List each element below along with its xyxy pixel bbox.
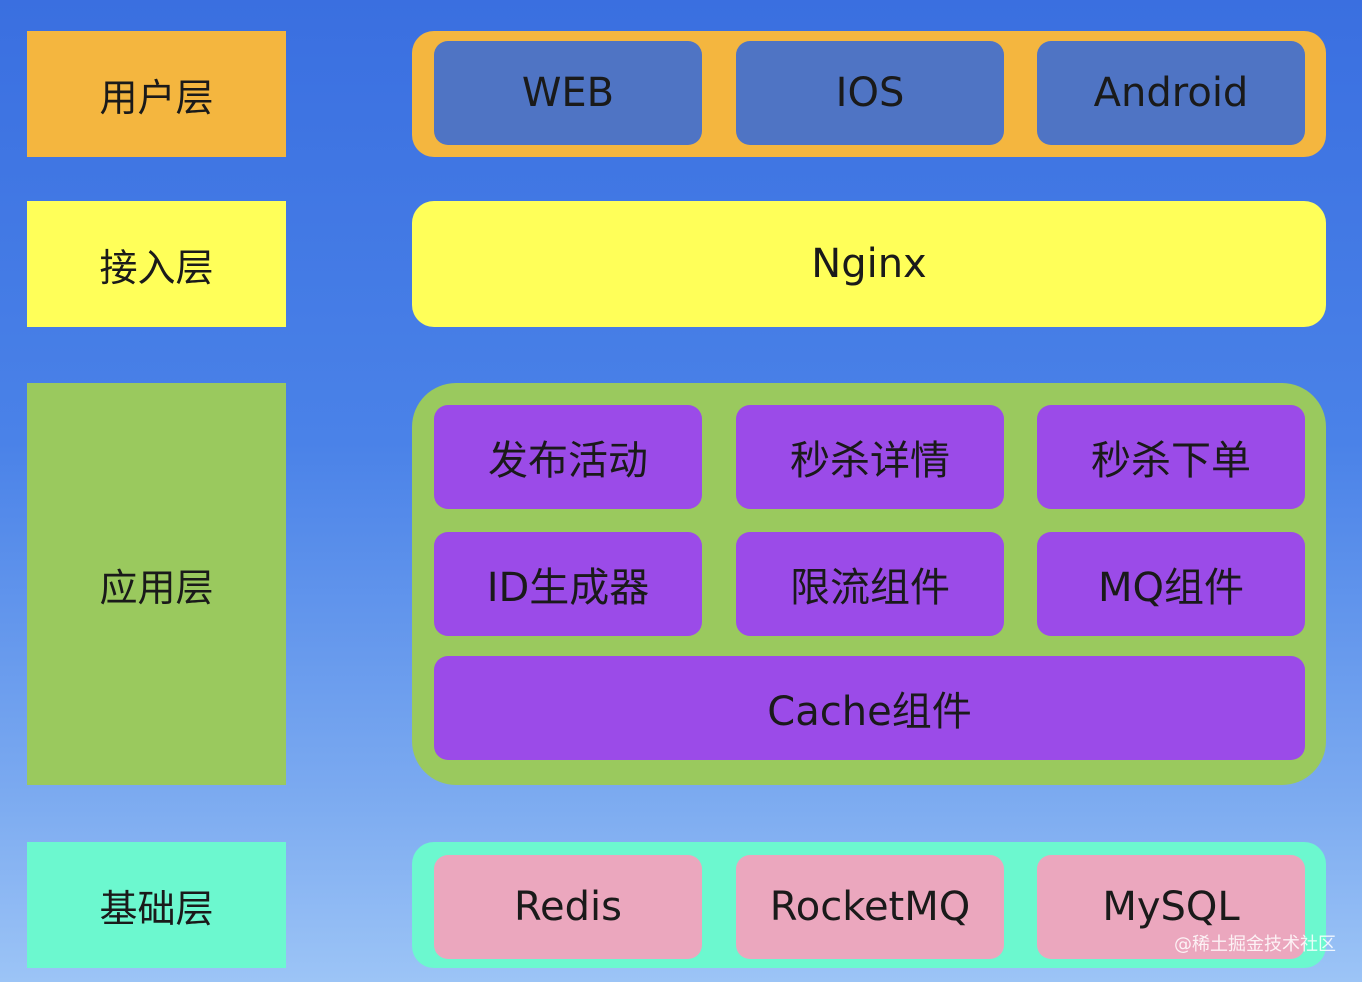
ios-box: IOS xyxy=(736,41,1004,145)
id-generator-box: ID生成器 xyxy=(434,532,702,636)
mq-component-box: MQ组件 xyxy=(1037,532,1305,636)
user-layer-panel: WEB IOS Android xyxy=(412,31,1326,157)
watermark: @稀土掘金技术社区 xyxy=(1174,934,1336,955)
app-layer-label: 应用层 xyxy=(27,383,286,785)
publish-activity-box: 发布活动 xyxy=(434,405,702,509)
app-layer-panel: 发布活动 秒杀详情 秒杀下单 ID生成器 限流组件 MQ组件 Cache组件 xyxy=(412,383,1326,785)
base-layer-label: 基础层 xyxy=(27,842,286,968)
base-layer-panel: Redis RocketMQ MySQL xyxy=(412,842,1326,968)
rate-limit-box: 限流组件 xyxy=(736,532,1004,636)
mysql-box: MySQL xyxy=(1037,855,1305,959)
rocketmq-box: RocketMQ xyxy=(736,855,1004,959)
seckill-detail-box: 秒杀详情 xyxy=(736,405,1004,509)
redis-box: Redis xyxy=(434,855,702,959)
cache-component-box: Cache组件 xyxy=(434,656,1305,760)
web-box: WEB xyxy=(434,41,702,145)
access-layer-label: 接入层 xyxy=(27,201,286,327)
user-layer-label: 用户层 xyxy=(27,31,286,157)
nginx-panel: Nginx xyxy=(412,201,1326,327)
android-box: Android xyxy=(1037,41,1305,145)
seckill-order-box: 秒杀下单 xyxy=(1037,405,1305,509)
